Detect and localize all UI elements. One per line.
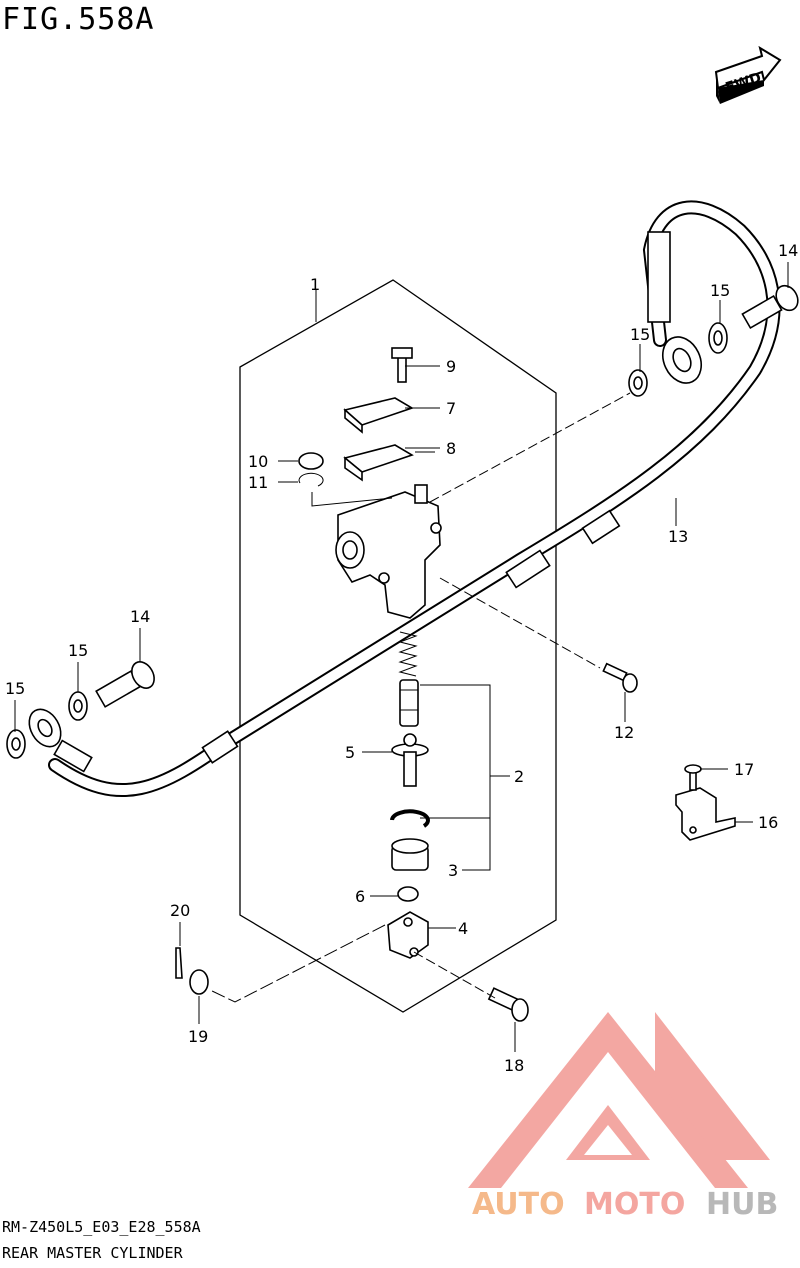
- washers: [6, 322, 728, 759]
- callout-3: 3: [448, 861, 458, 880]
- master-cylinder-body: [335, 484, 442, 619]
- callout-15-a: 15: [710, 281, 730, 300]
- banjo-bolt-right: [741, 284, 799, 330]
- callout-4: 4: [458, 919, 468, 938]
- bolt-12: [602, 662, 638, 693]
- boot: [391, 838, 429, 871]
- callout-13: 13: [668, 527, 688, 546]
- leader-lines: [14, 262, 789, 1052]
- banjo-bolt-left: [95, 661, 155, 708]
- callout-17: 17: [734, 760, 754, 779]
- callout-15-d: 15: [5, 679, 25, 698]
- callout-2: 2: [514, 767, 524, 786]
- brake-hose: [28, 200, 781, 798]
- callout-14-left: 14: [130, 607, 150, 626]
- callout-7: 7: [446, 399, 456, 418]
- callout-5: 5: [345, 743, 355, 762]
- clevis-pin: [487, 987, 529, 1022]
- nut: [397, 886, 419, 902]
- reservoir-parts: [343, 347, 414, 482]
- cotter-pin: [175, 947, 183, 979]
- figure-title: FIG.558A: [2, 2, 155, 37]
- watermark-hub: HUB: [706, 1187, 778, 1222]
- callout-19: 19: [188, 1027, 208, 1046]
- fwd-arrow-icon: FWD: [714, 45, 782, 104]
- callout-15-b: 15: [630, 325, 650, 344]
- watermark-moto: MOTO: [584, 1187, 685, 1222]
- callout-20: 20: [170, 901, 190, 920]
- figure-name: REAR MASTER CYLINDER: [2, 1244, 183, 1262]
- callout-1: 1: [310, 275, 320, 294]
- clevis: [387, 911, 429, 959]
- washer-19: [189, 969, 209, 995]
- callout-10: 10: [248, 452, 268, 471]
- callout-12: 12: [614, 723, 634, 742]
- callout-6: 6: [355, 887, 365, 906]
- watermark-auto: AUTO: [472, 1187, 565, 1222]
- pushrod: [391, 733, 429, 787]
- piston-spring: [398, 631, 419, 727]
- callout-18: 18: [504, 1056, 524, 1075]
- callout-16: 16: [758, 813, 778, 832]
- callout-14-right: 14: [778, 241, 798, 260]
- assembly-outline: [239, 279, 557, 1013]
- circlip: [390, 809, 430, 828]
- hose-clamp: [675, 764, 736, 841]
- figure-code: RM-Z450L5_E03_E28_558A: [2, 1218, 201, 1236]
- watermark-logo: [468, 1012, 770, 1188]
- callout-11: 11: [248, 473, 268, 492]
- watermark-text: AUTO MOTO HUB: [472, 1187, 778, 1222]
- callout-labels: 1 2 3 4 5 6 7 8 9 10 11 12 13 14 14 15 1…: [5, 241, 798, 1075]
- callout-9: 9: [446, 357, 456, 376]
- callout-15-c: 15: [68, 641, 88, 660]
- small-clips: [298, 452, 324, 487]
- callout-8: 8: [446, 439, 456, 458]
